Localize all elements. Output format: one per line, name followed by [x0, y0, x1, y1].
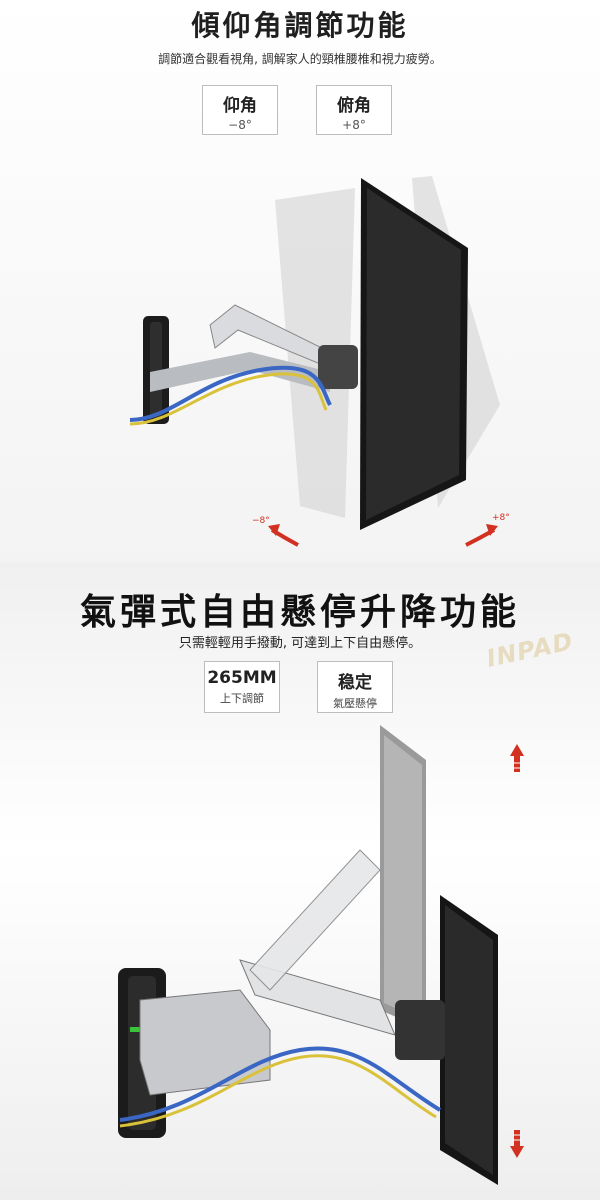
up-arrow: [510, 744, 524, 772]
cable-blue-2: [119, 1046, 442, 1122]
height-title: 氣彈式自由懸停升降功能: [79, 592, 520, 633]
tilt-subtitle: 調節適合觀看視角, 調解家人的頸椎腰椎和視力疲勞。: [158, 52, 442, 66]
tilt-down-label: 俯角: [337, 96, 371, 116]
height-section: [0, 562, 600, 1200]
angle-label-right: +8°: [492, 513, 510, 523]
stable-value: 氣壓懸停: [333, 697, 377, 710]
monitor-joint-2: [395, 1000, 445, 1060]
tilt-down-box: 俯角 +8°: [316, 85, 392, 135]
tilt-up-box: 仰角 −8°: [202, 85, 278, 135]
down-arrow: [510, 1130, 524, 1158]
tilt-title: 傾仰角調節功能: [191, 9, 409, 42]
height-range-box: 265MM 上下調節: [204, 661, 280, 713]
monitor-screen: [366, 188, 461, 520]
lower-arm: [150, 352, 330, 392]
tilt-up-value: −8°: [228, 118, 252, 132]
monitor-joint: [318, 345, 358, 389]
cable-blue: [129, 365, 332, 422]
stable-label: 稳定: [338, 673, 372, 693]
tilt-down-value: +8°: [342, 118, 366, 132]
height-range-label: 265MM: [207, 668, 277, 688]
height-range-value: 上下調節: [220, 692, 264, 705]
angle-label-left: −8°: [252, 516, 270, 526]
stable-box: 稳定 氣壓懸停: [317, 661, 393, 713]
status-light: [130, 1027, 148, 1032]
cable-yellow: [129, 372, 328, 426]
cable-yellow-2: [119, 1054, 437, 1128]
tilt-up-label: 仰角: [223, 96, 257, 116]
height-subtitle: 只需輕輕用手撥動, 可達到上下自由懸停。: [178, 636, 422, 651]
upper-arm-raised: [249, 849, 381, 991]
lower-arm-2: [139, 989, 271, 1096]
